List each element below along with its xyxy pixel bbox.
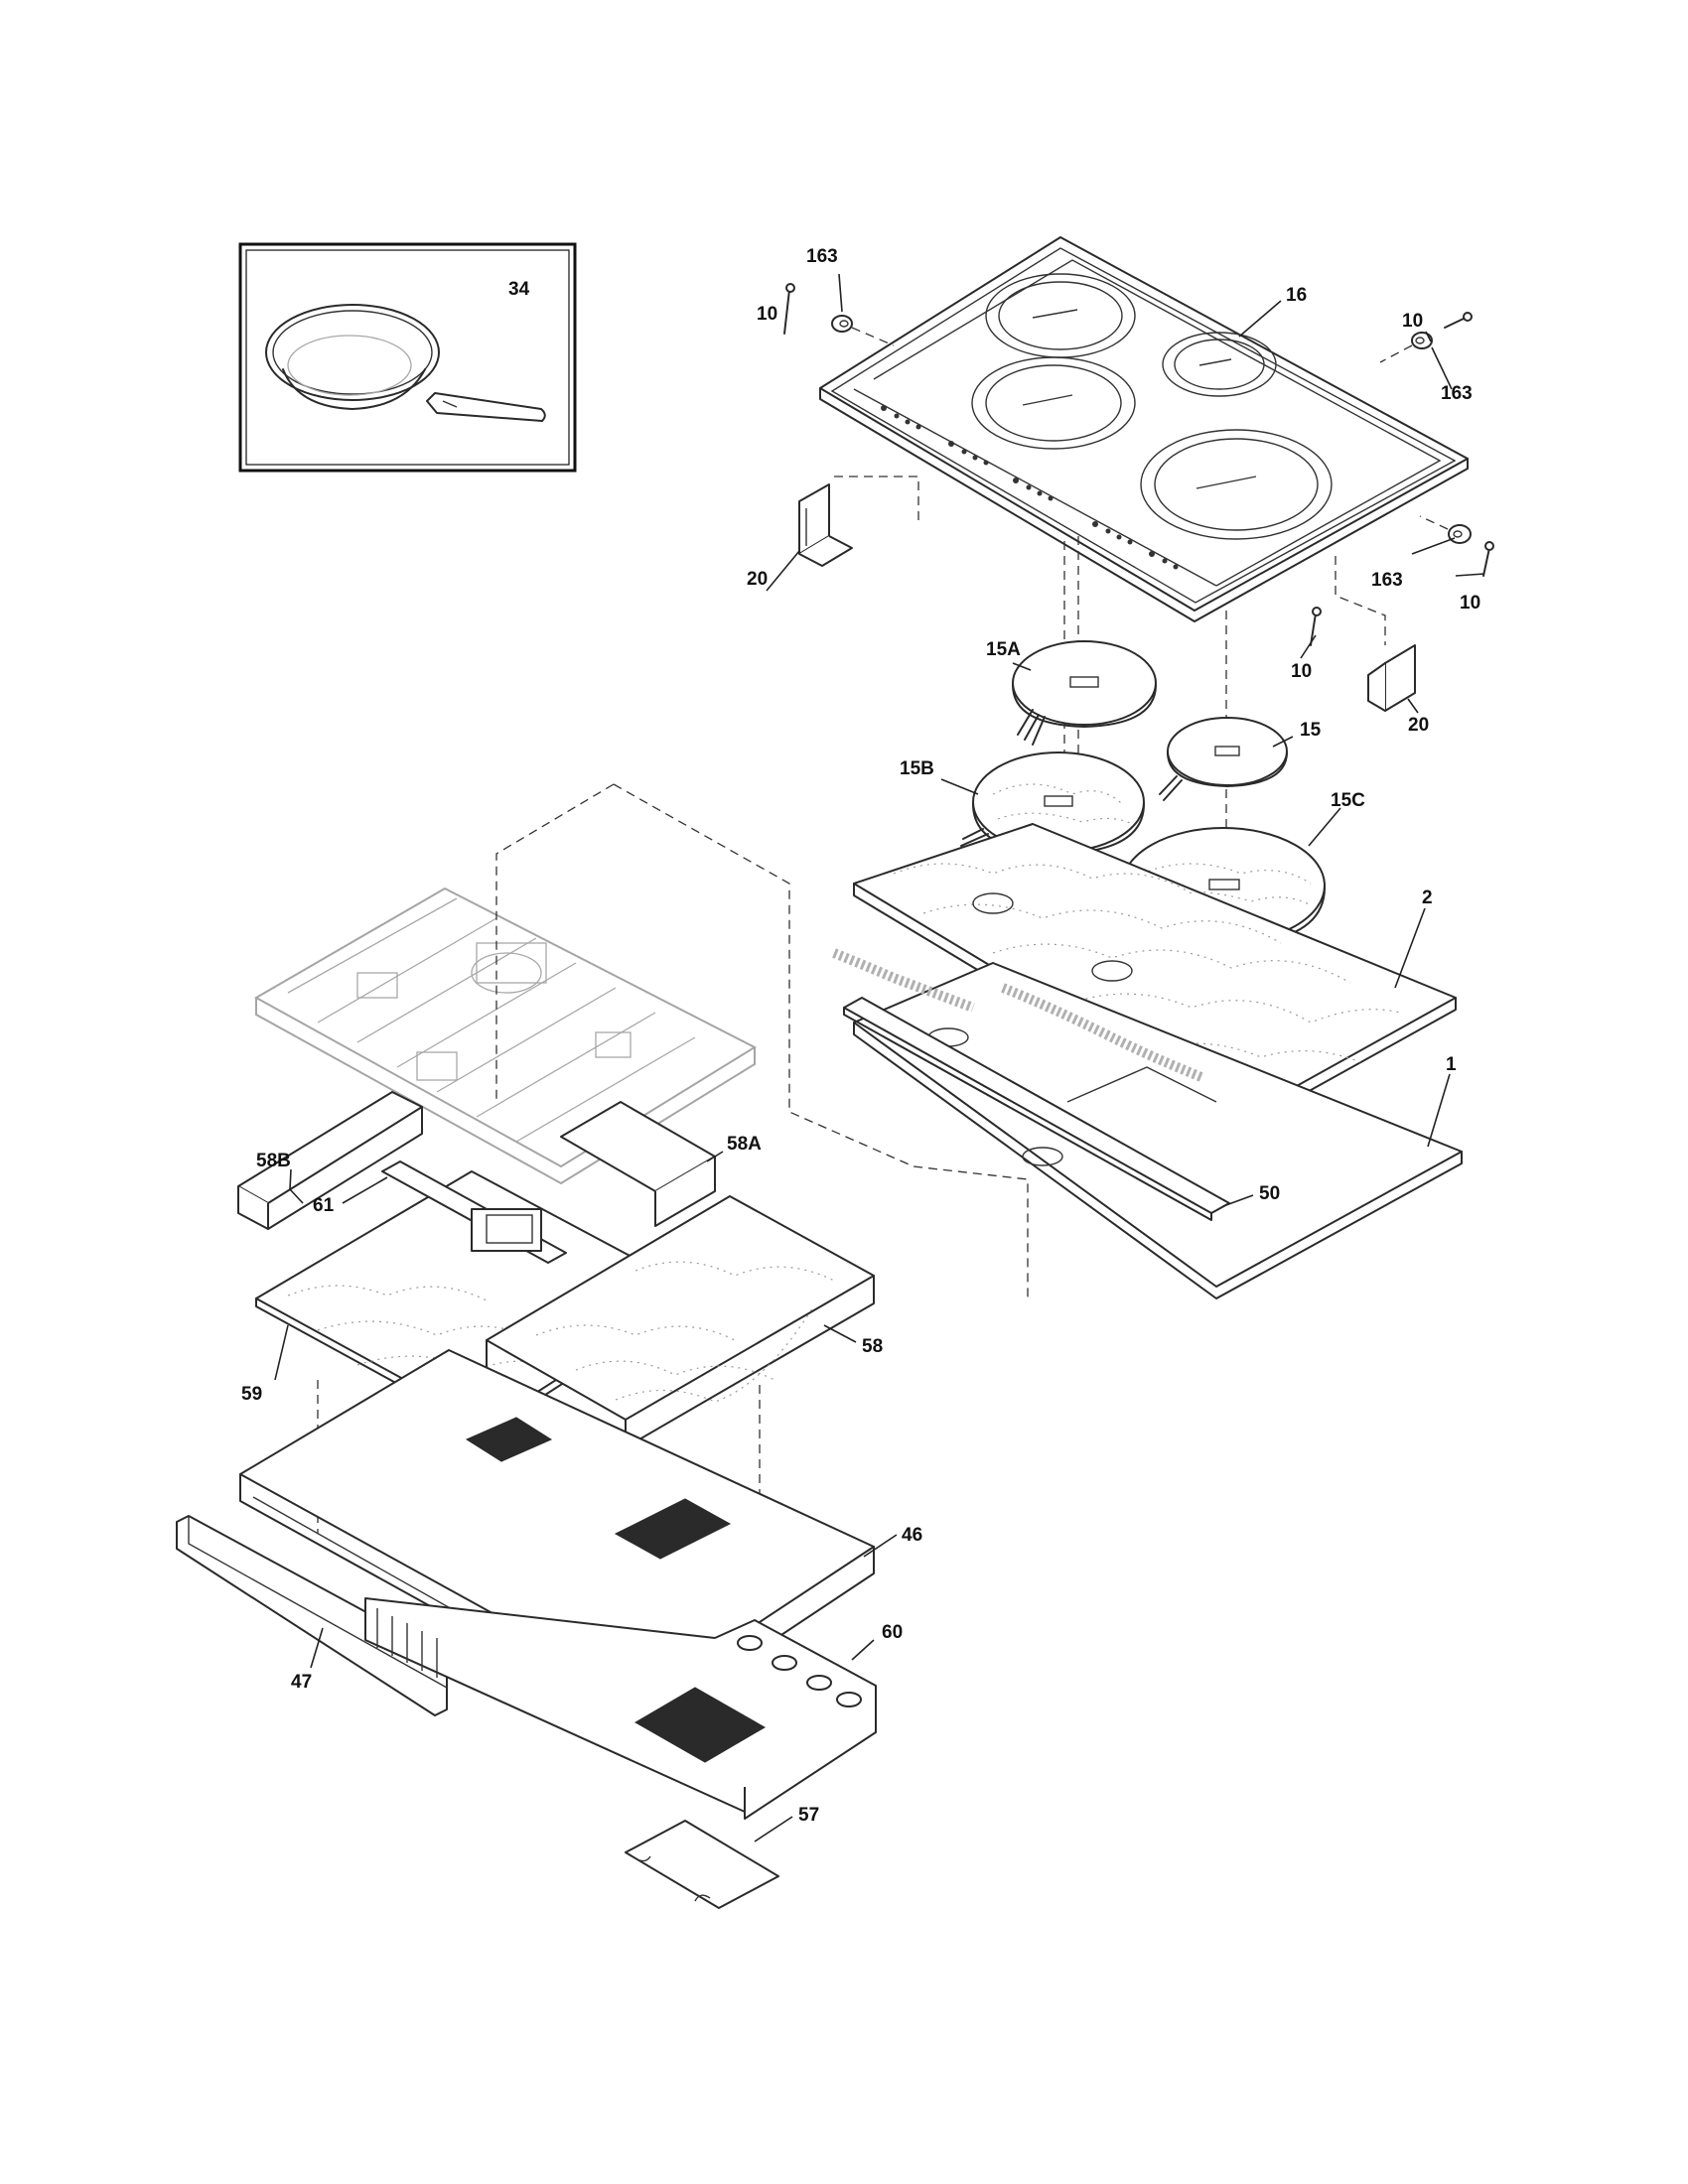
label-59: 59 [241,1384,262,1405]
label-20: 20 [1408,715,1429,736]
screw-icon [1482,541,1494,577]
label-10: 10 [1402,311,1423,332]
label-47: 47 [291,1672,312,1693]
control-board [253,887,758,1185]
cooktop-glass [819,236,1469,622]
label-15B: 15B [900,758,934,779]
bracket-left [798,483,853,567]
bar-58B [237,1091,423,1230]
pan-inset [238,242,577,473]
frying-pan-icon [265,304,546,422]
screw-icon [783,283,795,335]
bar-58A [560,1101,716,1227]
trim-47 [176,1515,448,1716]
chassis-46 [239,1349,875,1726]
label-46: 46 [902,1525,922,1546]
label-16: 16 [1286,285,1307,306]
screw-icon [1310,607,1322,646]
insulation-58 [471,1195,875,1448]
label-10: 10 [757,304,777,325]
label-60: 60 [882,1622,903,1643]
label-15: 15 [1300,720,1322,741]
part-labels: 34 163 10 16 10 163 20 163 10 10 15A 20 … [241,246,1480,1826]
screw-icon [1444,312,1473,329]
label-163: 163 [1371,570,1403,591]
grommet-icon [831,315,853,333]
control-panel-buttons [881,405,1179,570]
label-20: 20 [747,569,768,590]
label-15C: 15C [1331,790,1365,811]
label-1: 1 [1446,1054,1457,1075]
grommet-icon [1411,332,1433,349]
plate-57 [625,1820,779,1909]
element-15 [1159,717,1288,801]
label-58A: 58A [727,1134,762,1155]
label-163: 163 [1441,383,1473,404]
element-15A [1012,640,1157,746]
bracket-right [1367,644,1416,712]
label-15A: 15A [986,639,1021,660]
label-2: 2 [1422,887,1433,908]
box-60 [364,1597,877,1820]
leader-lines [274,273,1485,1843]
label-58: 58 [862,1336,883,1357]
label-61: 61 [313,1195,335,1216]
label-57: 57 [798,1805,819,1826]
label-34: 34 [508,279,530,300]
label-10: 10 [1291,661,1312,682]
grommet-icon [1448,524,1472,544]
burner-rings [971,273,1333,540]
label-50: 50 [1259,1183,1280,1204]
base-pan-1 [853,962,1463,1299]
label-58B: 58B [256,1151,291,1171]
label-163: 163 [806,246,838,267]
element-15B [960,751,1145,855]
label-10: 10 [1460,593,1480,614]
